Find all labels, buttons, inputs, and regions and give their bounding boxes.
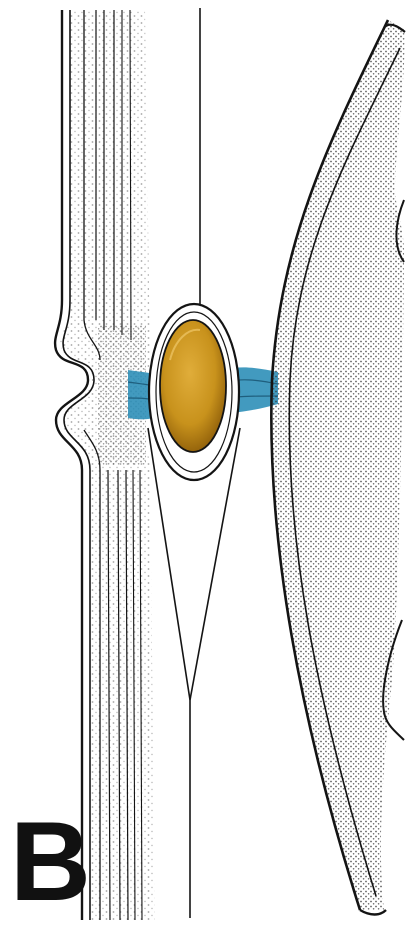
central-cell xyxy=(149,8,239,480)
right-curved-organ xyxy=(271,20,405,915)
panel-label: B xyxy=(10,806,91,918)
converging-lines xyxy=(148,428,240,918)
left-fibrous-layer xyxy=(55,10,155,920)
nucleus xyxy=(160,320,226,452)
